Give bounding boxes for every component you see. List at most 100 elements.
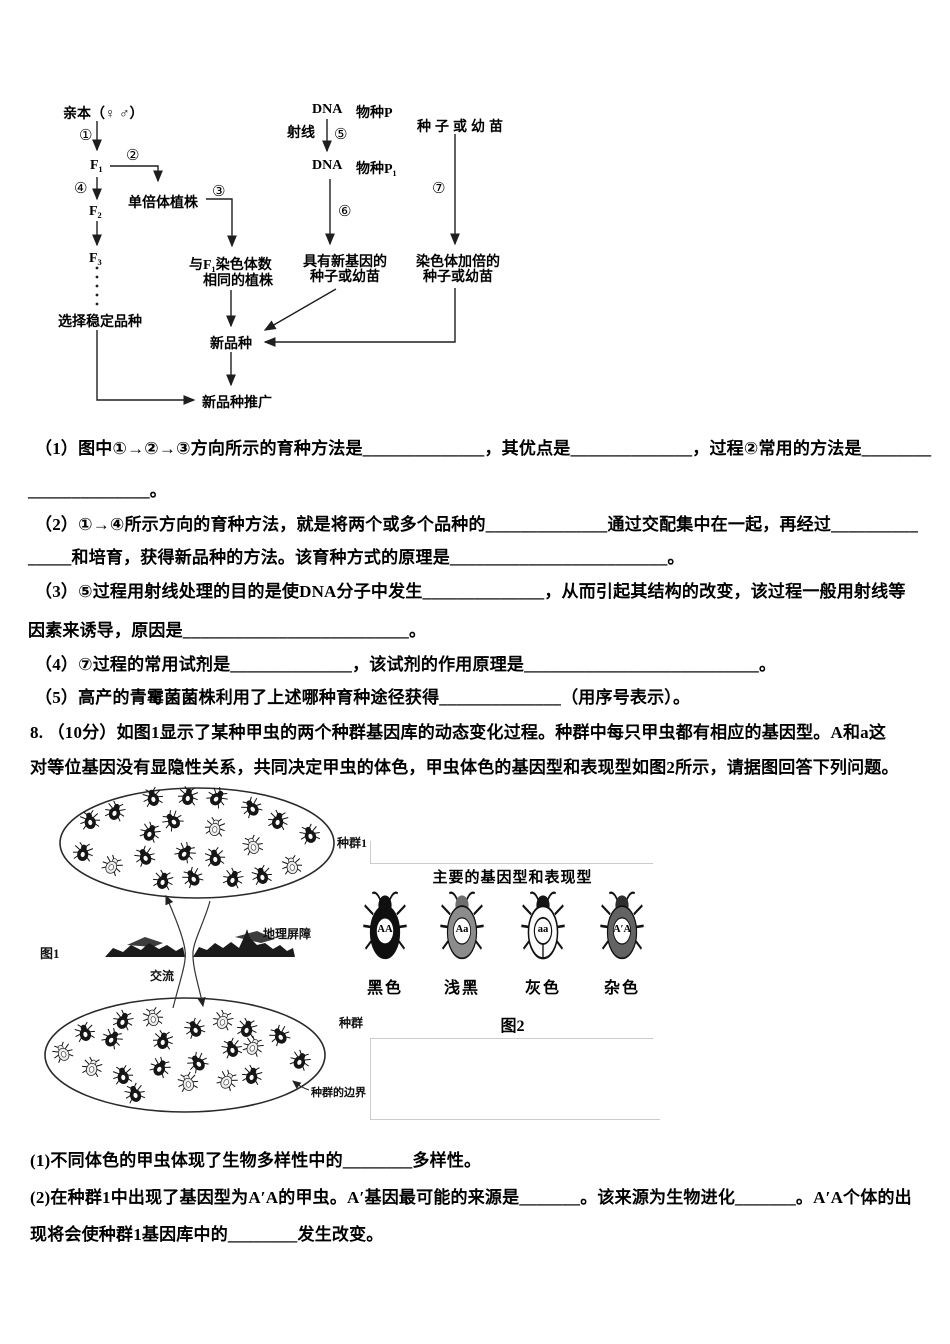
divider bbox=[370, 1038, 653, 1039]
beetle-icon bbox=[239, 1063, 265, 1087]
node-new-gene-seed: 种子或幼苗 bbox=[310, 270, 380, 285]
node-new-gene-seed: 具有新基因的 bbox=[303, 255, 387, 270]
beetle-icon: AA bbox=[363, 890, 407, 968]
mountain-barrier-icon bbox=[105, 929, 295, 957]
node-parents: 亲本（♀ ♂） bbox=[63, 107, 144, 122]
divider bbox=[370, 1119, 660, 1120]
beetle-genotype-card: aa 灰色 bbox=[507, 890, 579, 998]
beetle-icon bbox=[110, 1063, 135, 1086]
genotype-label: aa bbox=[537, 924, 549, 935]
beetle-icon bbox=[131, 843, 158, 869]
beetle-icon bbox=[121, 1080, 148, 1106]
divider bbox=[370, 841, 371, 863]
divider bbox=[370, 1038, 371, 1119]
beetle-genotype-card: Aa 浅黑 bbox=[426, 890, 498, 998]
phenotype-label: 黑色 bbox=[366, 980, 403, 997]
node-seed-or-seedling: 种子或幼苗 bbox=[417, 120, 507, 135]
beetle-icon bbox=[98, 851, 127, 879]
node-f1: F₁ bbox=[90, 158, 103, 173]
beetle-icon bbox=[183, 1048, 212, 1076]
question7-line: 因素来诱导，原因是__________________________。 bbox=[28, 621, 427, 640]
node-chrom-doubled-seed: 种子或幼苗 bbox=[423, 270, 493, 285]
barrier-label: 地理屏障 bbox=[263, 926, 311, 941]
question7-line: ______________。 bbox=[28, 481, 167, 500]
phenotype-label: 浅黑 bbox=[443, 980, 480, 997]
beetle-icon bbox=[181, 1015, 208, 1041]
question7-line: （5）高产的青霉菌菌株利用了上述哪种育种途径获得______________（用… bbox=[35, 688, 691, 707]
beetle-icon bbox=[218, 1035, 245, 1061]
question8-sub-line: (1)不同体色的甲虫体现了生物多样性中的________多样性。 bbox=[30, 1151, 482, 1170]
node-f2: F₂ bbox=[89, 204, 102, 219]
beetle-genotype-card: A′A 杂色 bbox=[586, 890, 658, 998]
genotype-label: Aa bbox=[455, 924, 469, 935]
node-new-variety: 新品种 bbox=[210, 337, 252, 352]
step-7-badge: ⑦ bbox=[432, 179, 446, 197]
beetle-icon bbox=[158, 806, 187, 834]
node-same-chromosome: 与F₁染色体数 bbox=[189, 258, 272, 273]
beetle-icon bbox=[287, 1047, 314, 1073]
node-chrom-doubled-seed: 染色体加倍的 bbox=[416, 255, 500, 270]
step-5-badge: ⑤ bbox=[334, 125, 348, 143]
question7-line: _____和培育，获得新品种的方法。该育种方式的原理是_____________… bbox=[28, 548, 685, 567]
figure1-populations: 种群1 种群 地理屏障 交流 图1 种群的边界 bbox=[40, 785, 367, 1113]
beetle-icon: A′A bbox=[600, 890, 644, 968]
beetle-icon bbox=[72, 1020, 98, 1044]
question8-intro-line: 对等位基因没有显隐性关系，共同决定甲虫的体色，甲虫体色的基因型和表现型如图2所示… bbox=[30, 758, 899, 777]
beetle-icon bbox=[171, 838, 200, 866]
figure2-title: 主要的基因型和表现型 bbox=[432, 870, 593, 886]
beetle-icon bbox=[249, 863, 275, 887]
population1-boundary bbox=[59, 787, 335, 899]
beetle-icon bbox=[98, 1024, 127, 1052]
step-4-badge: ④ bbox=[74, 179, 88, 197]
question8-intro-line: 8. （10分）如图1显示了某种甲虫的两个种群基因库的动态变化过程。种群中每只甲… bbox=[30, 723, 887, 742]
node-haploid: 单倍体植株 bbox=[128, 196, 198, 211]
node-dna-species-p: DNA bbox=[312, 102, 343, 117]
population2-boundary bbox=[44, 997, 326, 1113]
beetle-icon bbox=[265, 1021, 294, 1049]
beetle-icon bbox=[175, 1070, 201, 1094]
beetle-icon bbox=[110, 1007, 137, 1033]
beetle-icon bbox=[178, 863, 207, 891]
population2-beetles bbox=[49, 1005, 314, 1106]
beetle-icon bbox=[151, 1028, 176, 1051]
divider bbox=[370, 863, 653, 864]
beetle-icon bbox=[150, 868, 176, 892]
beetle-icon bbox=[102, 798, 129, 824]
genotype-label: A′A bbox=[612, 924, 632, 935]
question7-line: （2）①→④所示方向的育种方法，就是将两个或多个品种的_____________… bbox=[35, 515, 919, 534]
beetle-icon bbox=[240, 1033, 267, 1059]
step-2-badge: ② bbox=[126, 146, 140, 164]
beetle-icon bbox=[146, 1053, 175, 1081]
node-dna-species-p: 物种P bbox=[356, 106, 393, 121]
beetle-icon: aa bbox=[521, 890, 565, 968]
boundary-pointer-arrow bbox=[292, 1080, 310, 1091]
beetle-icon bbox=[220, 865, 247, 891]
beetle-icon bbox=[203, 815, 228, 838]
node-promote: 新品种推广 bbox=[202, 396, 272, 411]
beetle-icon bbox=[49, 1039, 76, 1065]
step-3-badge: ③ bbox=[212, 182, 226, 200]
beetle-icon bbox=[239, 832, 266, 858]
question7-line: （1）图中①→②→③方向所示的育种方法是______________，其优点是_… bbox=[35, 439, 932, 458]
step-6-badge: ⑥ bbox=[338, 202, 352, 220]
question8-sub-line: 现将会使种群1基因库中的________发生改变。 bbox=[30, 1225, 384, 1244]
node-select-stable: 选择稳定品种 bbox=[58, 315, 142, 330]
phenotype-label: 杂色 bbox=[603, 980, 640, 997]
node-f3: F₃ bbox=[89, 251, 102, 266]
beetle-icon bbox=[210, 1007, 237, 1033]
exchange-label: 交流 bbox=[150, 968, 174, 983]
figure1-caption: 图1 bbox=[40, 946, 60, 961]
beetle-icon bbox=[71, 840, 96, 863]
node-dna-species-p1: 物种P₁ bbox=[356, 162, 397, 177]
population1-label: 种群1 bbox=[336, 835, 367, 850]
beetle-icon: Aa bbox=[440, 890, 484, 968]
beetle-icon bbox=[213, 1066, 242, 1094]
beetle-genotype-card: AA 黑色 bbox=[349, 890, 421, 998]
beetle-icon bbox=[265, 808, 291, 832]
question8-sub-line: (2)在种群1中出现了基因型为A′A的甲虫。A′基因最可能的来源是_______… bbox=[30, 1188, 912, 1207]
beetle-icon bbox=[279, 853, 304, 876]
node-dna-species-p1: DNA bbox=[312, 158, 343, 173]
beetle-icon bbox=[202, 845, 227, 868]
genotype-label: AA bbox=[377, 924, 393, 935]
